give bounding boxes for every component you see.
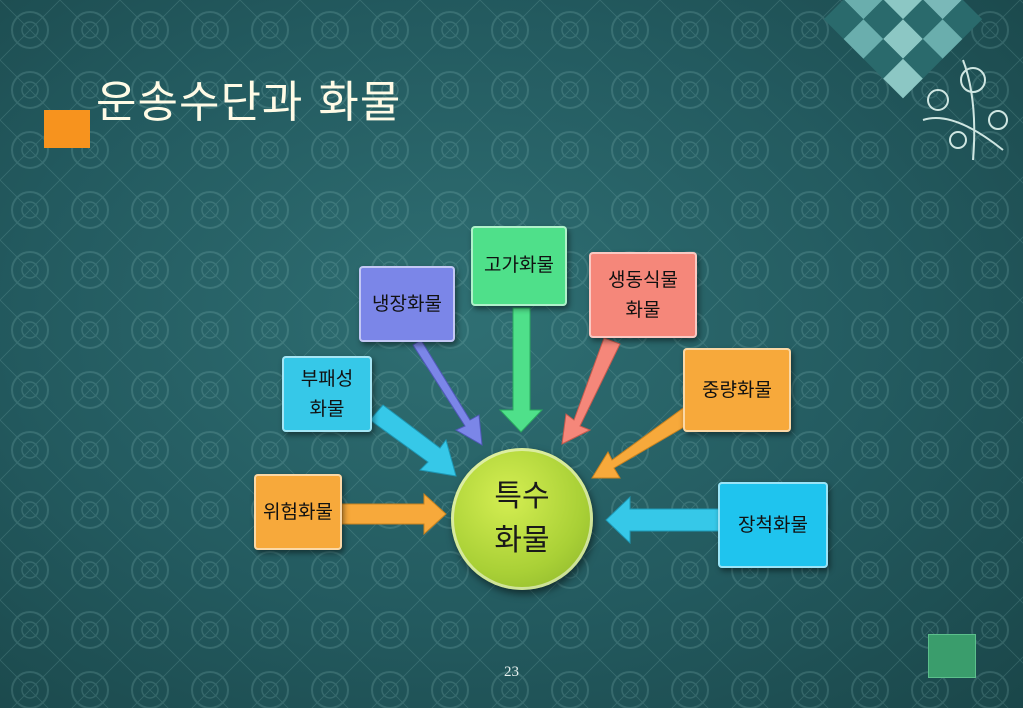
arrow-perishable (369, 404, 457, 477)
arrow-live-animal (561, 337, 621, 445)
box-bulky-label: 장척화물 (738, 514, 808, 536)
box-high-value-label: 고가화물 (484, 254, 554, 276)
box-perishable-line2: 화물 (309, 398, 345, 420)
center-line2: 화물 (494, 523, 550, 558)
center-line1: 특수 (494, 479, 550, 514)
box-live-animal-line1: 생동식물 (608, 269, 678, 291)
box-live-animal-line2: 화물 (625, 299, 661, 321)
box-refrigerated: 냉장화물 (359, 266, 455, 342)
arrow-hazardous (341, 492, 447, 536)
arrow-high-value (498, 307, 544, 433)
box-heavy-label: 중량화물 (702, 379, 772, 401)
corner-square (928, 634, 976, 678)
arrow-heavy (591, 405, 697, 479)
box-live-animal: 생동식물 화물 (589, 252, 697, 338)
box-bulky: 장척화물 (718, 482, 828, 568)
page-number: 23 (504, 664, 519, 680)
box-high-value: 고가화물 (471, 226, 567, 306)
box-hazardous-label: 위험화물 (263, 501, 333, 523)
corner-decoration (823, 0, 1008, 161)
arrow-refrigerated (412, 339, 483, 446)
box-perishable-line1: 부패성 (300, 368, 354, 390)
title-bullet (44, 110, 90, 148)
arrow-bulky (605, 495, 721, 545)
box-refrigerated-label: 냉장화물 (372, 293, 442, 315)
box-perishable: 부패성 화물 (282, 356, 372, 432)
box-heavy: 중량화물 (683, 348, 791, 432)
flower-ornament-icon (922, 59, 1008, 161)
center-circle: 특수 화물 (451, 448, 593, 590)
slide-title: 운송수단과 화물 (96, 77, 402, 128)
box-hazardous: 위험화물 (254, 474, 342, 550)
